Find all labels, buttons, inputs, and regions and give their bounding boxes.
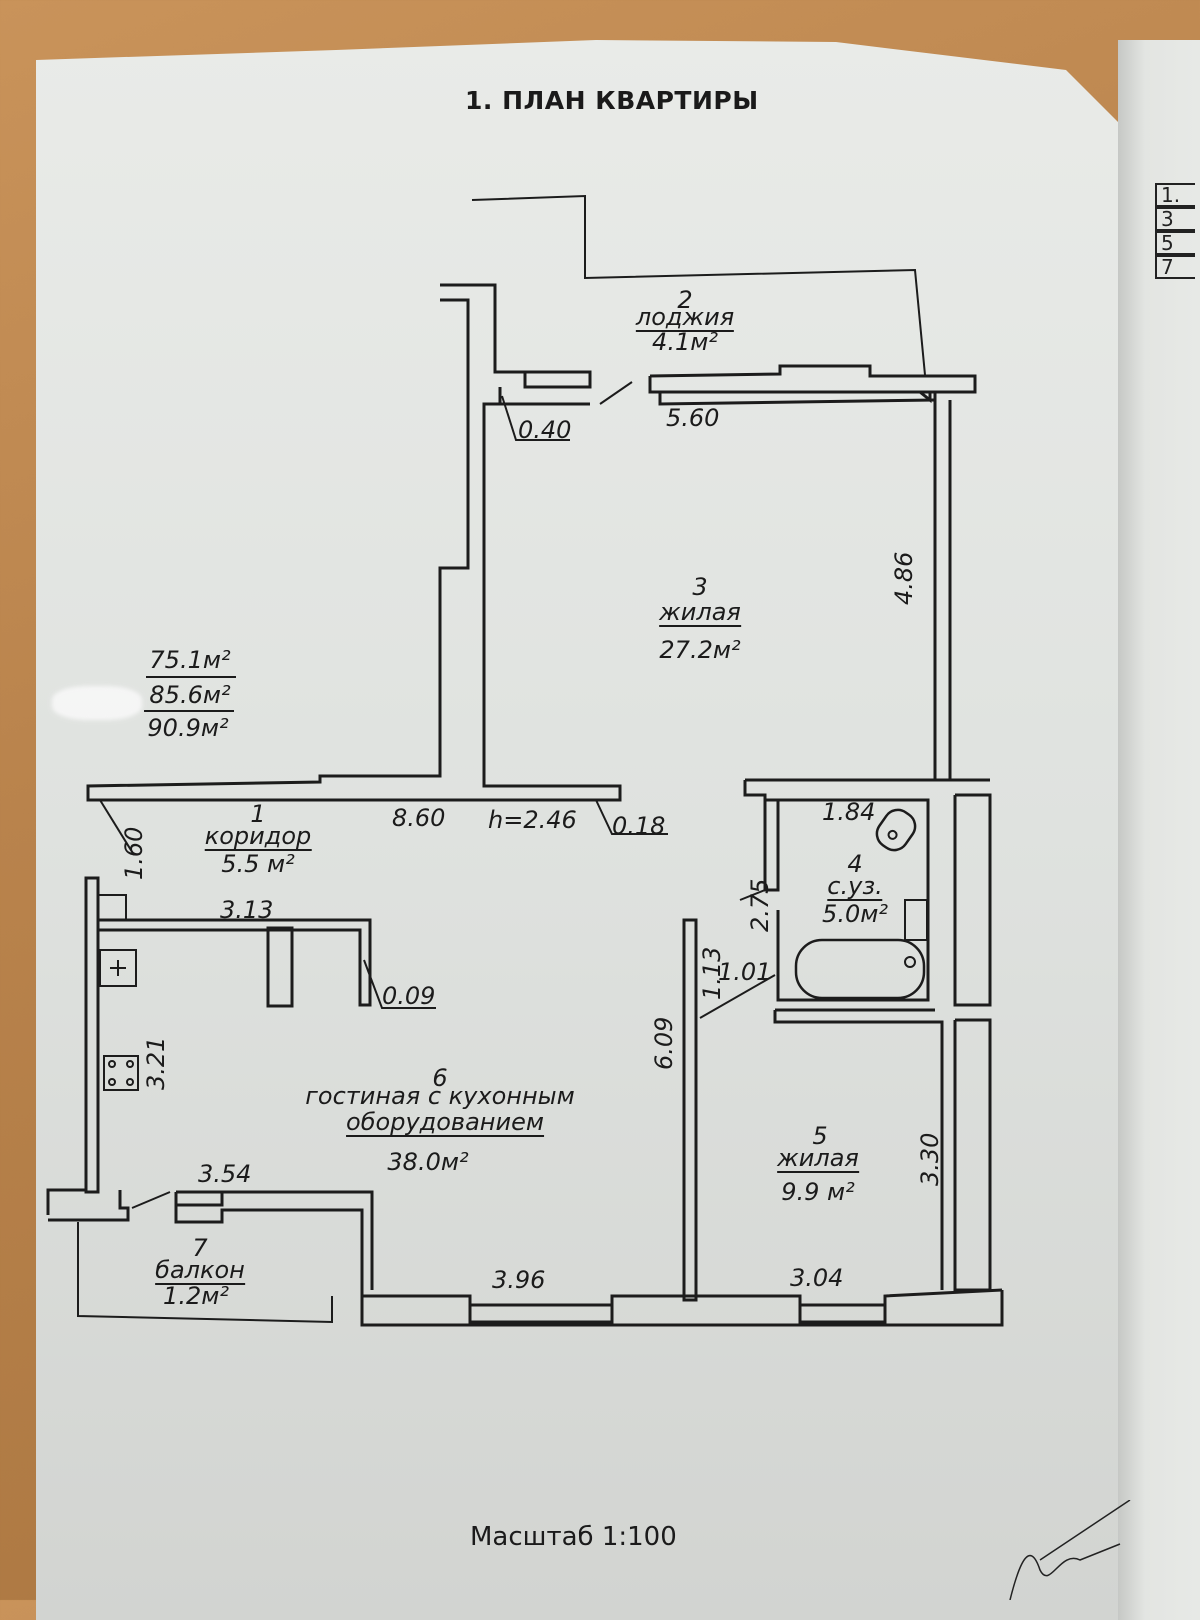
fraction-line [146, 676, 236, 678]
fraction-line [144, 710, 234, 712]
total-area-value: 85.6м² [149, 681, 231, 709]
total-with-balconies-value: 90.9м² [147, 714, 229, 742]
dimension-label: 3.13 [220, 896, 274, 924]
room-area: 9.9 м² [781, 1178, 855, 1206]
dimension-label: 3.30 [916, 1132, 944, 1186]
dimension-label: 0.40 [518, 416, 572, 444]
bottom-wall [362, 1288, 1003, 1324]
signature [1009, 1500, 1131, 1600]
dimension-label: 1.84 [822, 798, 876, 826]
room-name: жилая [659, 598, 741, 627]
room-area: 5.5 м² [221, 850, 295, 878]
room-number: 1 [250, 800, 266, 828]
plan-sheet [36, 40, 1126, 1620]
room-area: 4.1м² [652, 328, 718, 356]
room3-top-wall [649, 364, 977, 404]
adjacent-page [1118, 40, 1200, 1620]
balcony-walls [46, 1188, 130, 1222]
dimension-label: 1.01 [718, 958, 772, 986]
room-number: 5 [812, 1122, 828, 1150]
room-name: жилая [777, 1144, 859, 1173]
room-name-line2: оборудованием [346, 1108, 544, 1137]
room-name: гостиная с кухонным [305, 1082, 575, 1110]
kitchen-top-wall [98, 918, 372, 1007]
room-name: с.уз. [827, 872, 883, 901]
scale-label: Масштаб 1:100 [470, 1522, 677, 1552]
dimension-label: 4.86 [890, 551, 918, 605]
page-title: 1. ПЛАН КВАРТИРЫ [465, 86, 759, 115]
room-area: 27.2м² [659, 636, 741, 664]
loggia-outline [471, 194, 926, 376]
room-area: 1.2м² [163, 1282, 229, 1310]
dimension-label: 3.04 [790, 1264, 844, 1292]
room-number: 2 [677, 286, 693, 314]
redacted-label [52, 686, 142, 720]
side-index-item: 7 [1155, 255, 1195, 279]
dimension-label: 3.21 [142, 1036, 170, 1090]
room-name: лоджия [635, 303, 735, 332]
dimension-label: 0.18 [612, 812, 666, 840]
ceiling-height: h=2.46 [488, 806, 577, 834]
room-number: 4 [847, 850, 863, 878]
room-name: балкон [155, 1256, 245, 1285]
room3-left-wall [440, 283, 592, 389]
room-area: 38.0м² [387, 1148, 469, 1176]
dimension-label: 8.60 [392, 804, 446, 832]
dimension-label: 3.96 [492, 1266, 546, 1294]
dimension-label: 1.60 [120, 826, 148, 880]
dimension-label: 0.09 [382, 982, 436, 1010]
room-name: коридор [204, 822, 312, 851]
room-number: 7 [192, 1234, 208, 1262]
dimension-label: 5.60 [666, 404, 720, 432]
room-number: 3 [692, 573, 708, 601]
side-index-item: 5 [1155, 231, 1195, 255]
living-area-value: 75.1м² [149, 646, 231, 674]
room-number: 6 [432, 1064, 448, 1092]
partition-wall [682, 918, 698, 1302]
room-area: 5.0м² [822, 900, 888, 928]
dimension-label: 6.09 [650, 1016, 678, 1070]
side-index-item: 3 [1155, 207, 1195, 231]
dimension-label: 2.75 [746, 878, 774, 932]
side-index-item: 1. [1155, 183, 1195, 207]
dimension-label: 3.54 [198, 1160, 252, 1188]
